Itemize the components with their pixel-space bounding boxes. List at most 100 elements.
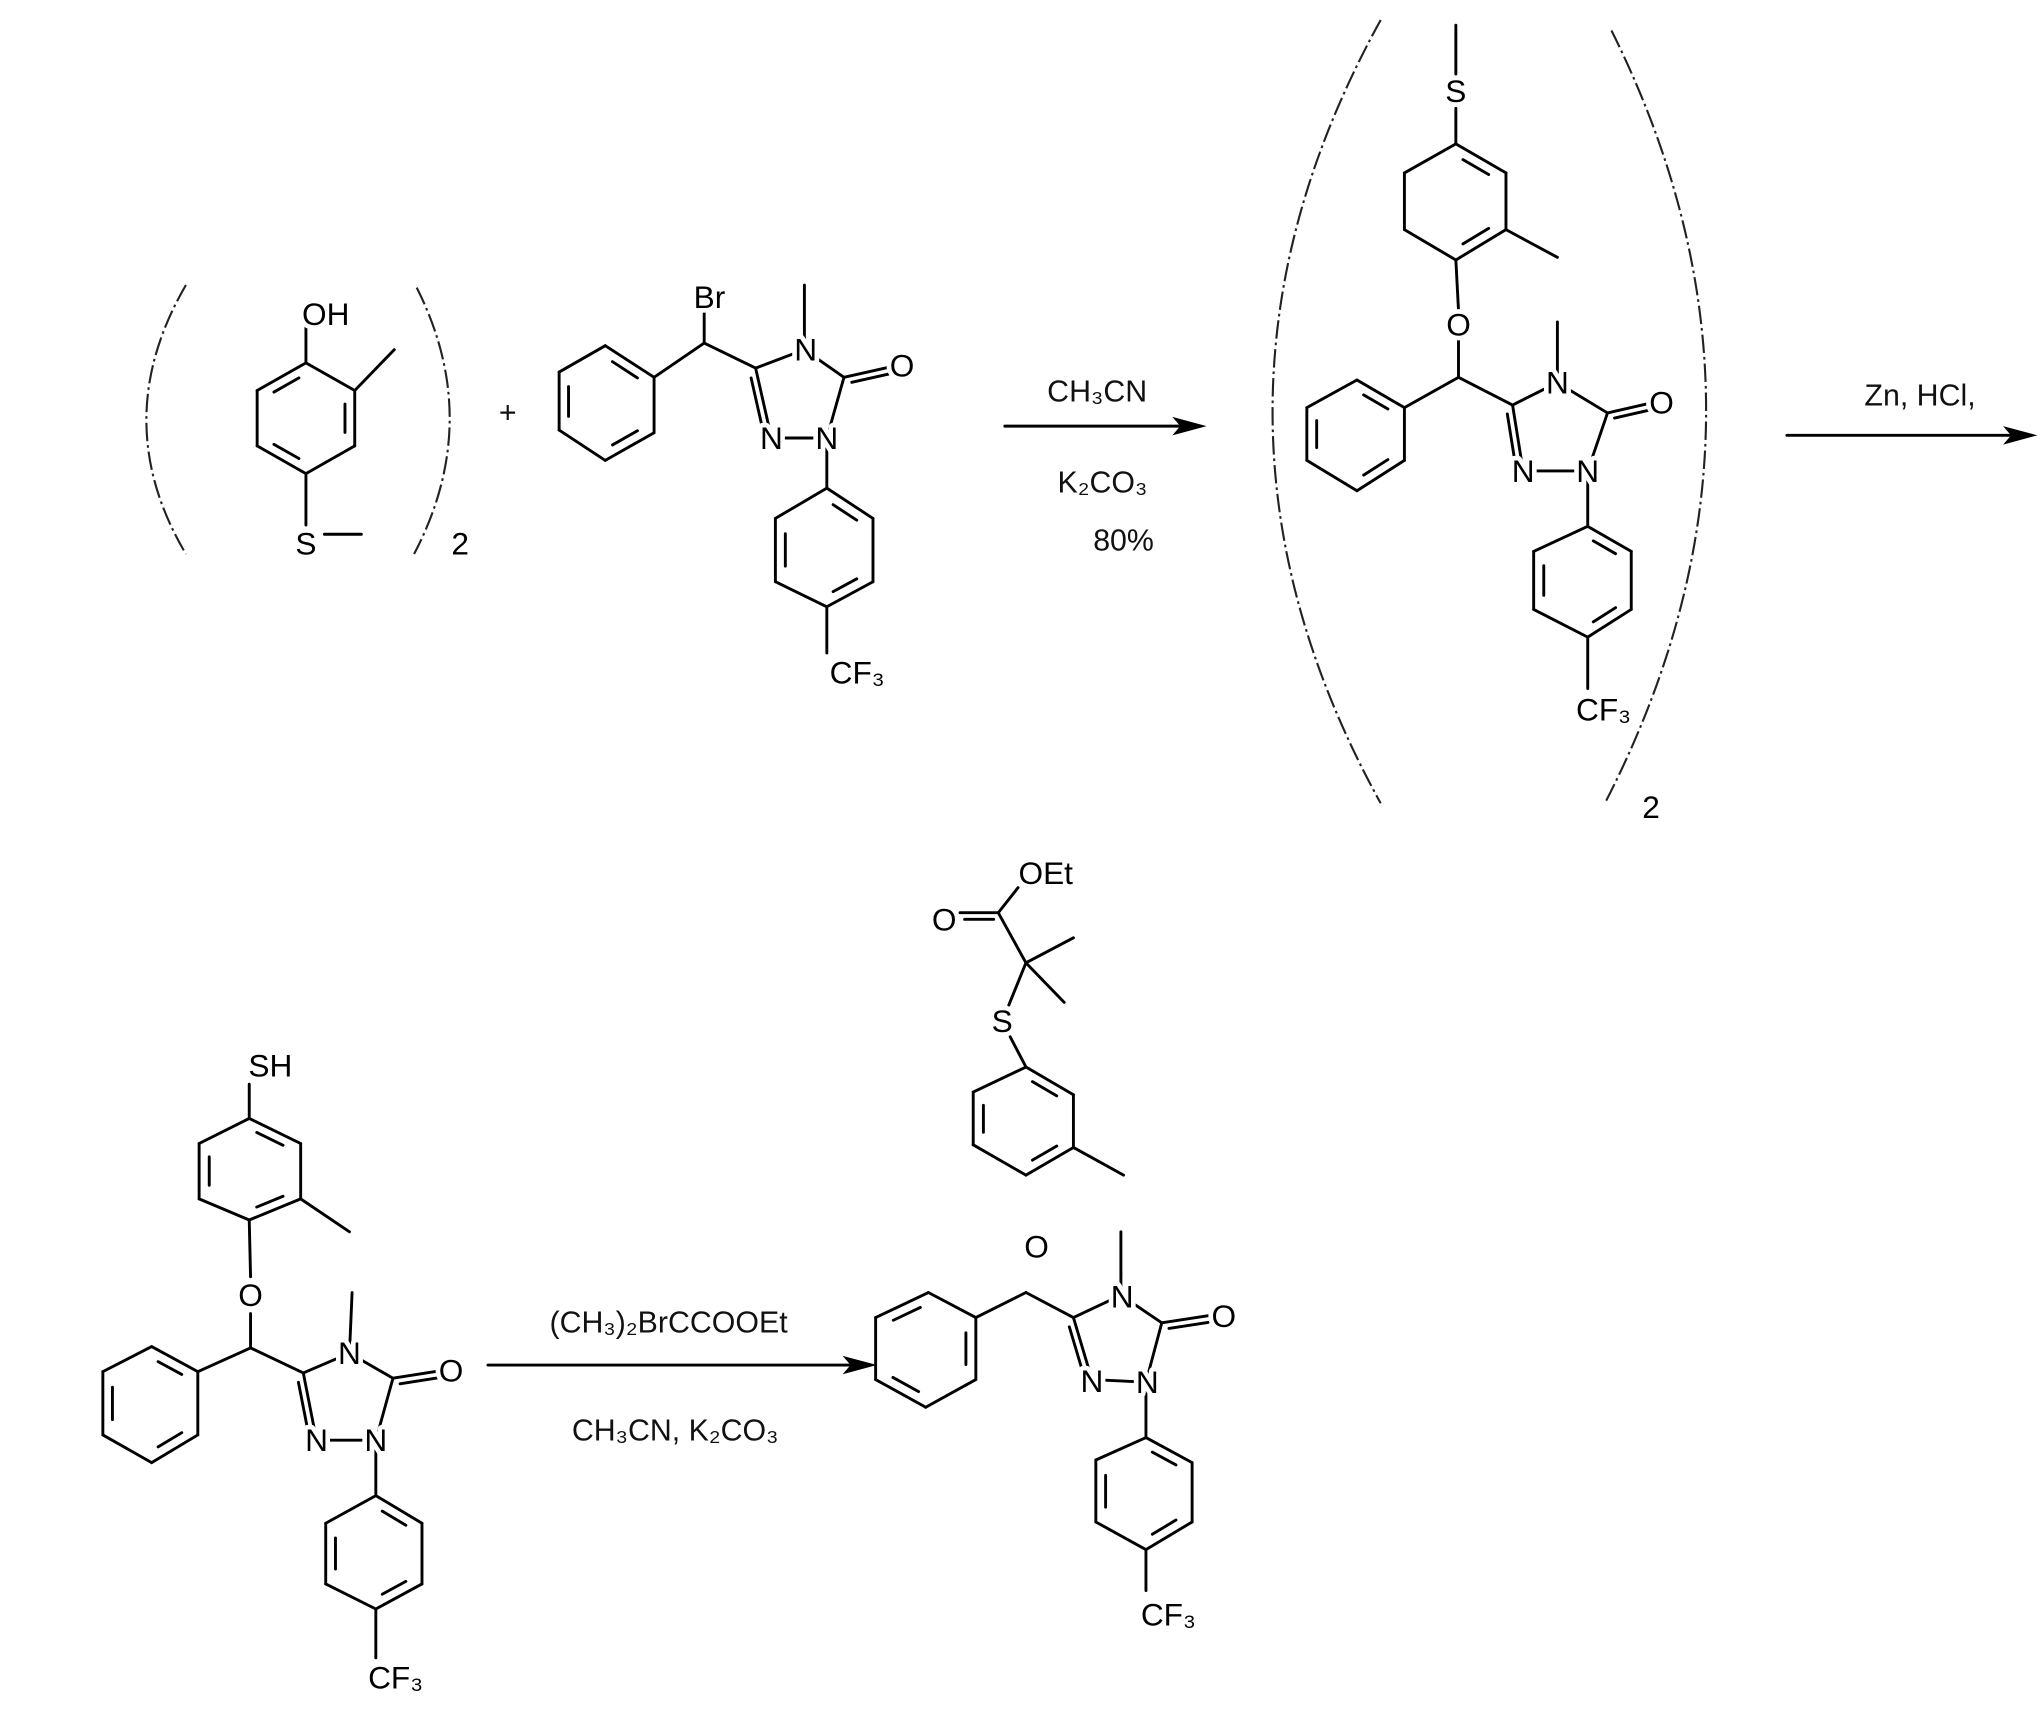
double-bond [1071, 1316, 1094, 1382]
atom-label-n4: N [338, 1335, 361, 1371]
aromatic-inner-bond [1030, 1080, 1059, 1098]
atom-label-o: O [1649, 384, 1674, 420]
atom-label-s: S [295, 525, 316, 561]
right-bracket-intermediate-1 [1603, 30, 1708, 804]
ring-bond [1454, 228, 1508, 262]
ring-bond [1144, 1436, 1194, 1465]
reaction-step-1: CH₃CN K₂CO₃ 80% [1047, 375, 1154, 557]
bond [754, 348, 806, 370]
ring-bond [825, 486, 875, 520]
ring-bond [773, 580, 829, 609]
bond [348, 1351, 395, 1380]
ring-bond [374, 1494, 424, 1525]
methyl-bond [1504, 228, 1559, 259]
double-bond-inner [398, 1376, 440, 1386]
bond [1586, 411, 1609, 473]
atom-label-o-ether: O [1024, 1228, 1049, 1264]
aromatic-inner-bond [272, 442, 301, 460]
ring-bond [1144, 1520, 1194, 1552]
aromatic-inner-bond [611, 429, 639, 447]
aromatic-inner-bond [156, 1360, 184, 1376]
arrowhead-icon [1172, 416, 1207, 436]
aromatic-inner-bond [1591, 539, 1618, 556]
atom-label-n1: N [1576, 453, 1599, 489]
aromatic-inner-bond [272, 376, 301, 394]
bond [1071, 1293, 1123, 1320]
bond [802, 348, 846, 379]
ring-bond [1024, 1146, 1075, 1177]
double-bond-inner [1505, 412, 1517, 466]
ring-bond [197, 1197, 251, 1222]
bond [974, 1291, 1028, 1320]
right-bracket-reactant-1 [413, 287, 451, 555]
atom-label-s: S [992, 1003, 1013, 1039]
ring-bond [324, 1582, 378, 1611]
step-3-conditions: CH₃CN, K₂CO₃ [572, 1414, 779, 1447]
aromatic-inner-bond [255, 1194, 285, 1209]
aromatic-inner-bond [891, 1375, 921, 1394]
ring-bond [557, 344, 607, 374]
bond [1457, 375, 1515, 407]
bond [1555, 381, 1609, 415]
ring-bond [1355, 458, 1406, 493]
ring-bond [874, 1291, 930, 1320]
ring-bond [1532, 607, 1590, 639]
ring-bond [557, 428, 607, 462]
bond [825, 375, 846, 440]
dimer-multiplier: 2 [1642, 789, 1660, 825]
ring-bond [825, 580, 875, 609]
bond [301, 1351, 351, 1375]
dimer-multiplier: 2 [451, 525, 469, 561]
ring-bond [874, 1378, 928, 1409]
aromatic-inner-bond [156, 1431, 184, 1449]
ring-bond [1305, 378, 1359, 410]
atom-label-n4: N [1111, 1278, 1134, 1314]
atom-label-o: O [439, 1352, 464, 1388]
reactant-1-disulfide: OH S 2 [291, 291, 474, 566]
bond [1511, 381, 1559, 407]
ring-bond [1402, 142, 1458, 175]
atom-label-o-ether: O [1446, 307, 1471, 343]
atom-label-cf3: CF₃ [1141, 1596, 1196, 1632]
ring-bond [603, 431, 656, 462]
ring-bond [1454, 142, 1508, 175]
bond [996, 911, 1028, 965]
double-bond-inner [1167, 1320, 1210, 1330]
bond [196, 1346, 253, 1374]
plus-sign: + [499, 396, 517, 429]
methyl-bond [299, 1197, 351, 1234]
atom-label-sh: SH [248, 1048, 292, 1084]
step-3-reagent: (CH₃)₂BrCCOOEt [550, 1306, 789, 1339]
reactant-2-bromide: Br N O N N CF₃ [689, 274, 919, 695]
ring-bond [197, 1116, 251, 1145]
atom-label-n2: N [1080, 1363, 1103, 1399]
double-bond-inner [296, 1380, 310, 1435]
ring-bond [324, 1494, 378, 1525]
ring-bond [304, 361, 357, 392]
atom-label-o: O [890, 347, 915, 383]
methyl-bond [353, 348, 396, 392]
bond [1090, 1378, 1148, 1384]
left-bracket-reactant-1 [145, 284, 187, 555]
bond [247, 1218, 253, 1279]
double-bond [754, 366, 773, 440]
ring-bond [1094, 1436, 1148, 1462]
left-bracket-intermediate-1 [1271, 19, 1382, 804]
atom-label-n1: N [815, 420, 838, 456]
aromatic-inner-bond [1030, 1144, 1059, 1162]
atom-label-o-ether: O [238, 1277, 263, 1313]
double-bond-inner [1613, 408, 1652, 420]
atom-label-s: S [1445, 73, 1466, 109]
double-bond [1160, 1313, 1215, 1325]
double-bond-inner [1067, 1325, 1085, 1376]
aromatic-inner-bond [831, 503, 859, 522]
aromatic-inner-bond [611, 360, 639, 380]
atom-label-n1: N [1136, 1364, 1159, 1400]
aromatic-inner-bond [380, 1509, 408, 1527]
methyl-bond [1071, 1146, 1125, 1177]
double-bond-inner [749, 376, 765, 433]
bond [702, 341, 758, 370]
aromatic-inner-bond [1362, 458, 1390, 477]
bond [1119, 1293, 1164, 1325]
ring-bond [247, 1116, 303, 1145]
